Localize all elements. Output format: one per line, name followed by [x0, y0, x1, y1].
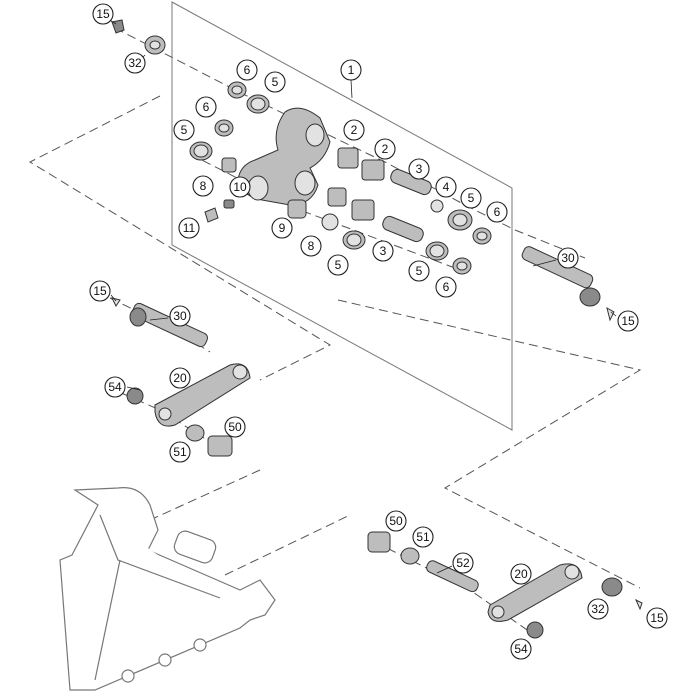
callout-9-label: 9: [279, 221, 286, 235]
callout-32-top: 32: [124, 52, 146, 74]
callout-30-left: 30: [169, 305, 191, 327]
callout-15-top-label: 15: [96, 7, 110, 21]
callout-54-right-label: 54: [514, 642, 528, 656]
callout-20-left: 20: [169, 367, 191, 389]
callout-10-label: 10: [233, 180, 247, 194]
callout-30-left-label: 30: [173, 309, 187, 323]
callout-3-b-label: 3: [416, 162, 423, 176]
callout-9: 9: [271, 217, 293, 239]
callout-15-top: 15: [92, 3, 114, 25]
callout-5-a-label: 5: [272, 75, 279, 89]
callout-5-c-label: 5: [335, 258, 342, 272]
callout-51-right-label: 51: [416, 530, 430, 544]
bearings-group: [189, 81, 492, 275]
callout-10: 10: [229, 176, 251, 198]
callout-50-left-label: 50: [228, 420, 242, 434]
callout-11-label: 11: [183, 221, 196, 235]
callout-6-a: 6: [236, 59, 258, 81]
callout-32-right: 32: [587, 598, 609, 620]
callout-4-label: 4: [443, 180, 450, 194]
callout-30-right-label: 30: [561, 251, 575, 265]
callout-6-d-label: 6: [443, 280, 450, 294]
callout-50-right: 50: [385, 510, 407, 532]
callout-54-left-label: 54: [108, 380, 122, 394]
callout-15-left-label: 15: [93, 284, 107, 298]
left-connecting-rod: [126, 363, 251, 457]
callout-51-left: 51: [169, 441, 191, 463]
callout-5-e-label: 5: [416, 264, 423, 278]
right-lower-components: [367, 531, 643, 639]
callout-2-a: 2: [343, 119, 365, 141]
callout-5-c: 5: [327, 254, 349, 276]
callout-54-left: 54: [104, 376, 126, 398]
callout-6-d: 6: [435, 276, 457, 298]
callout-20-left-label: 20: [173, 371, 187, 385]
callout-15-bottom-right: 15: [646, 607, 668, 629]
callout-11: 11: [178, 217, 200, 239]
leader-lines: [107, 18, 617, 574]
callout-2-b-label: 2: [382, 142, 389, 156]
callout-51-left-label: 51: [173, 445, 187, 459]
callout-32-top-label: 32: [128, 56, 142, 70]
callout-51-right: 51: [412, 526, 434, 548]
callout-8-b: 8: [300, 235, 322, 257]
callout-8-a: 8: [192, 175, 214, 197]
callout-3-a: 3: [372, 240, 394, 262]
callout-2-b: 2: [374, 138, 396, 160]
callout-15-bottom-right-label: 15: [650, 611, 664, 625]
linkage-lever: [237, 107, 331, 206]
callout-52: 52: [452, 552, 474, 574]
callout-3-b: 3: [408, 158, 430, 180]
assembly-panel: [171, 1, 513, 431]
callout-6-b-label: 6: [203, 100, 210, 114]
callout-8-b-label: 8: [308, 239, 315, 253]
callout-5-e: 5: [408, 260, 430, 282]
callout-1-label: 1: [348, 63, 355, 77]
callout-6-c: 6: [486, 201, 508, 223]
callout-4: 4: [435, 176, 457, 198]
callout-6-a-label: 6: [244, 63, 251, 77]
callout-20-right-label: 20: [514, 567, 528, 581]
callout-1: 1: [340, 59, 362, 81]
callout-6-c-label: 6: [494, 205, 501, 219]
callout-50-right-label: 50: [389, 514, 403, 528]
right-bolt: [521, 246, 615, 322]
callout-15-right: 15: [617, 310, 639, 332]
callout-50-left: 50: [224, 416, 246, 438]
callout-3-a-label: 3: [380, 244, 387, 258]
callout-52-label: 52: [456, 556, 470, 570]
callout-5-d: 5: [460, 187, 482, 209]
left-bolt: [111, 297, 209, 348]
top-left-nut: [111, 19, 166, 55]
callout-15-right-label: 15: [621, 314, 635, 328]
callout-30-right: 30: [557, 247, 579, 269]
callout-20-right: 20: [510, 563, 532, 585]
callout-5-b: 5: [173, 119, 195, 141]
callout-54-right: 54: [510, 638, 532, 660]
callout-5-b-label: 5: [181, 123, 188, 137]
callout-6-b: 6: [195, 96, 217, 118]
callout-32-right-label: 32: [591, 602, 605, 616]
callout-15-left: 15: [89, 280, 111, 302]
callout-5-d-label: 5: [468, 191, 475, 205]
callout-2-a-label: 2: [351, 123, 358, 137]
frame-outline: [59, 487, 276, 691]
callout-5-a: 5: [264, 71, 286, 93]
callout-8-a-label: 8: [200, 179, 207, 193]
